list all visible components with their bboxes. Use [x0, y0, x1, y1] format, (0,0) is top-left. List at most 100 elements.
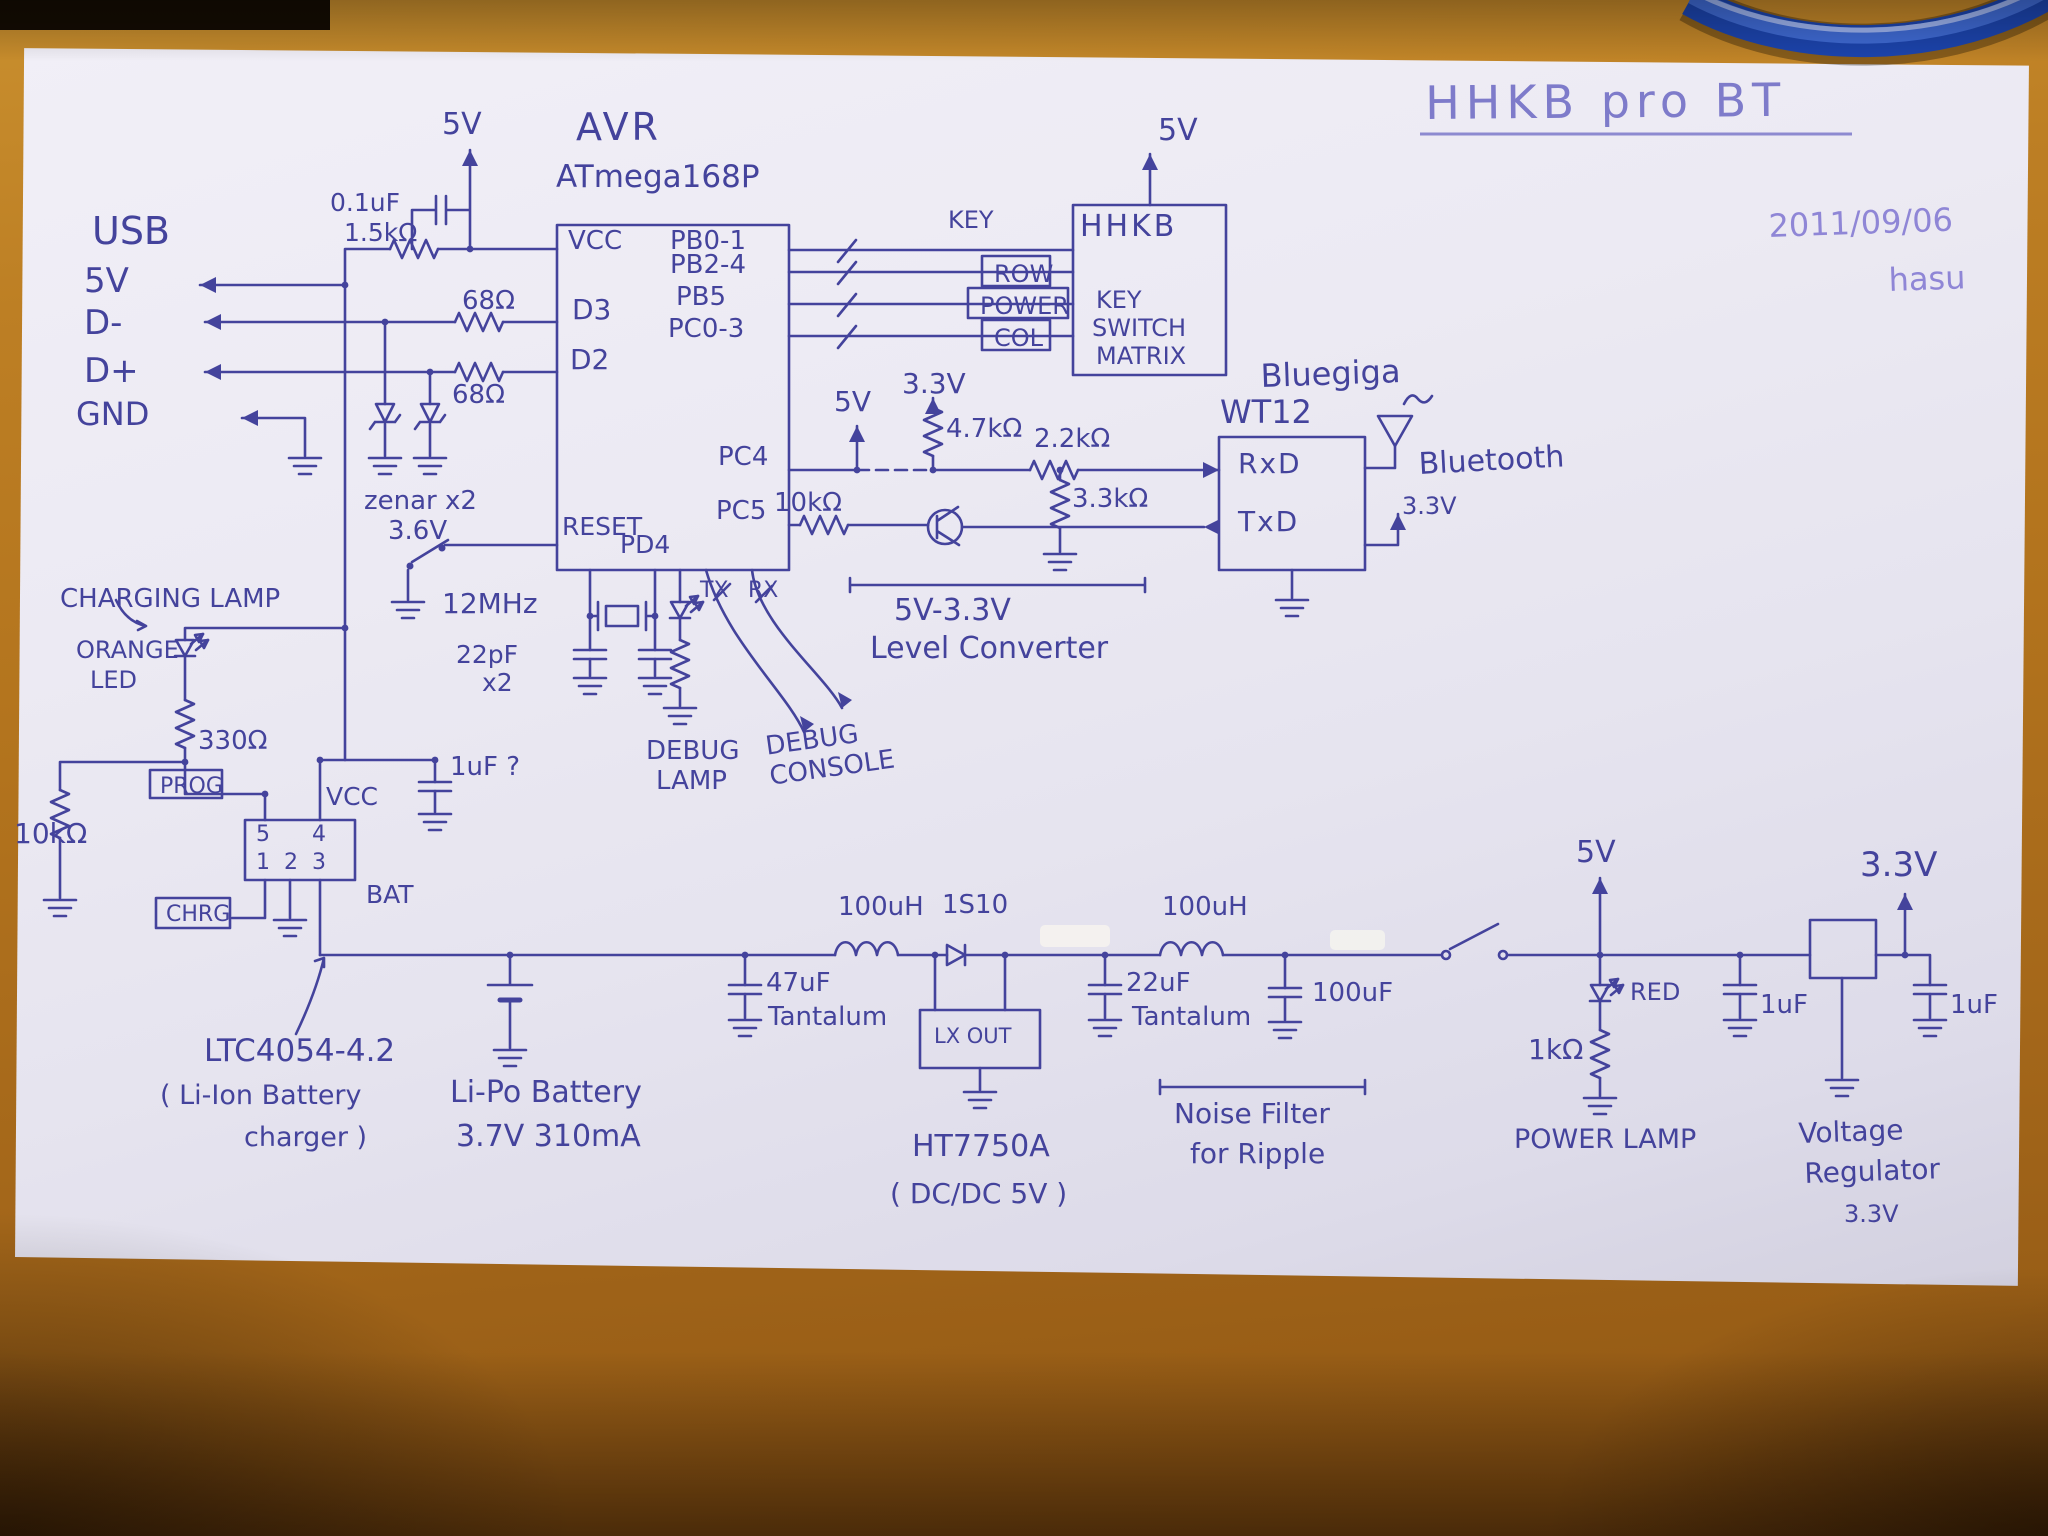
label-res-1k: 1kΩ	[1528, 1033, 1584, 1066]
label-pin-pb5: PB5	[676, 282, 727, 312]
label-pin-d3: D3	[572, 293, 612, 326]
label-lc-5v: 5V	[834, 385, 871, 418]
label-pin2: 2	[284, 850, 298, 875]
label-hhkb: HHKB	[1080, 209, 1178, 244]
label-charging-lamp: CHARGING LAMP	[60, 584, 281, 614]
label-usb-5v: 5V	[84, 261, 129, 301]
label-usb-dplus: D+	[84, 351, 139, 391]
label-out-33v: 3.3V	[1860, 845, 1938, 885]
label-vreg1: Voltage	[1797, 1113, 1905, 1150]
label-ht7750a: HT7750A	[912, 1129, 1050, 1164]
label-res-68-1: 68Ω	[462, 286, 515, 316]
label-res-68-2: 68Ω	[452, 380, 505, 410]
label-cap-1uf-b: 1uF	[1950, 990, 1998, 1020]
label-title: HHKB pro BT	[1424, 72, 1787, 130]
label-usb-gnd: GND	[76, 395, 150, 433]
label-cap-47uf-b: Tantalum	[768, 1002, 888, 1032]
label-orange-led: LED	[90, 666, 138, 694]
label-col: COL	[994, 324, 1044, 352]
label-pin-pc4: PC4	[718, 442, 769, 472]
label-vreg2: Regulator	[1803, 1152, 1941, 1190]
label-pin4: 4	[312, 822, 326, 847]
label-orange: ORANGE	[76, 636, 179, 664]
label-led-red: RED	[1630, 978, 1681, 1006]
label-pin1: 1	[256, 850, 270, 875]
label-cap-22uf-b: Tantalum	[1132, 1002, 1252, 1032]
label-date: 2011/09/06	[1767, 200, 1954, 245]
label-pin-pc5: PC5	[716, 496, 767, 526]
label-usb: USB	[92, 209, 171, 253]
label-tx: TX	[700, 578, 729, 603]
label-key-col: KEY	[1096, 286, 1142, 314]
label-wt12: WT12	[1220, 393, 1312, 431]
label-avr-5v: 5V	[442, 107, 482, 142]
label-lxout: LX OUT	[934, 1024, 1012, 1048]
label-debug-lamp2: LAMP	[656, 766, 727, 796]
label-key-row: KEY	[948, 206, 994, 234]
label-cap-22pf: 22pF	[456, 640, 519, 669]
label-switch-label: SWITCH	[1092, 314, 1187, 342]
label-hhkb-5v: 5V	[1158, 113, 1198, 148]
label-pin3: 3	[312, 850, 326, 875]
label-xtal-12mhz: 12MHz	[442, 587, 538, 620]
label-lipo1: Li-Po Battery	[450, 1075, 642, 1110]
label-ind-100uh-1: 100uH	[838, 892, 924, 922]
label-res-33k: 3.3kΩ	[1072, 484, 1149, 514]
label-usb-dminus: D-	[84, 303, 123, 343]
label-wt12-33v: 3.3V	[1402, 492, 1457, 520]
label-author: hasu	[1887, 258, 1967, 299]
label-pin-pc03: PC0-3	[668, 314, 745, 344]
label-lc-title2: Level Converter	[870, 631, 1109, 666]
label-ltc3: charger )	[244, 1122, 368, 1153]
label-pin-d2: D2	[570, 343, 610, 376]
label-cap-22uf: 22uF	[1126, 968, 1191, 998]
label-res-22k: 2.2kΩ	[1034, 424, 1111, 454]
label-ltc: LTC4054-4.2	[204, 1033, 396, 1069]
label-lamp-5v: 5V	[1576, 835, 1616, 870]
label-cap-47uf: 47uF	[766, 968, 831, 998]
label-pin5: 5	[256, 822, 270, 847]
label-diode-1s10: 1S10	[942, 890, 1009, 920]
label-txd: TxD	[1238, 505, 1300, 538]
label-res-330: 330Ω	[198, 726, 268, 756]
label-avr: AVR	[576, 105, 661, 149]
label-cap-100uf: 100uF	[1312, 978, 1394, 1008]
label-cap-1uf-q: 1uF ?	[450, 752, 521, 782]
label-nf2: for Ripple	[1190, 1137, 1326, 1170]
label-ht7750a-b: ( DC/DC 5V )	[890, 1177, 1068, 1210]
label-zener: zenar x2	[364, 486, 477, 516]
label-atmega: ATmega168P	[556, 159, 760, 195]
label-power: POWER	[980, 292, 1069, 320]
label-zener-v: 3.6V	[388, 516, 448, 546]
label-res-47k: 4.7kΩ	[946, 414, 1023, 444]
label-power-lamp: POWER LAMP	[1514, 1124, 1697, 1155]
label-chip-bat: BAT	[366, 880, 414, 909]
label-row: ROW	[994, 260, 1054, 288]
label-res-10k-chg: 10kΩ	[14, 817, 88, 850]
label-nf1: Noise Filter	[1174, 1097, 1330, 1130]
label-lc-33v: 3.3V	[902, 367, 966, 400]
label-pin-pb24: PB2-4	[670, 250, 746, 280]
label-cap-1uf-a: 1uF	[1760, 990, 1808, 1020]
label-chip-vcc: VCC	[326, 782, 379, 811]
label-bluetooth: Bluetooth	[1417, 439, 1566, 482]
label-res-15k: 1.5kΩ	[344, 218, 418, 247]
label-lc-title1: 5V-3.3V	[894, 593, 1011, 628]
label-debug-lamp1: DEBUG	[646, 736, 740, 766]
label-pin-vcc: VCC	[568, 226, 623, 256]
label-rxd: RxD	[1238, 447, 1302, 480]
label-res-10k: 10kΩ	[774, 488, 843, 518]
label-pin-pd4: PD4	[620, 530, 671, 559]
label-ltc2: ( Li-Ion Battery	[160, 1080, 362, 1111]
label-cap-x2: x2	[482, 668, 513, 697]
label-cap-01uf: 0.1uF	[330, 188, 400, 217]
label-vreg3: 3.3V	[1844, 1200, 1899, 1228]
label-bluegiga: Bluegiga	[1259, 352, 1402, 395]
label-matrix: MATRIX	[1096, 342, 1187, 370]
label-ind-100uh-2: 100uH	[1162, 892, 1248, 922]
label-chrg: CHRG	[166, 902, 231, 927]
label-lipo2: 3.7V 310mA	[456, 1119, 641, 1154]
label-rx: RX	[748, 578, 779, 603]
